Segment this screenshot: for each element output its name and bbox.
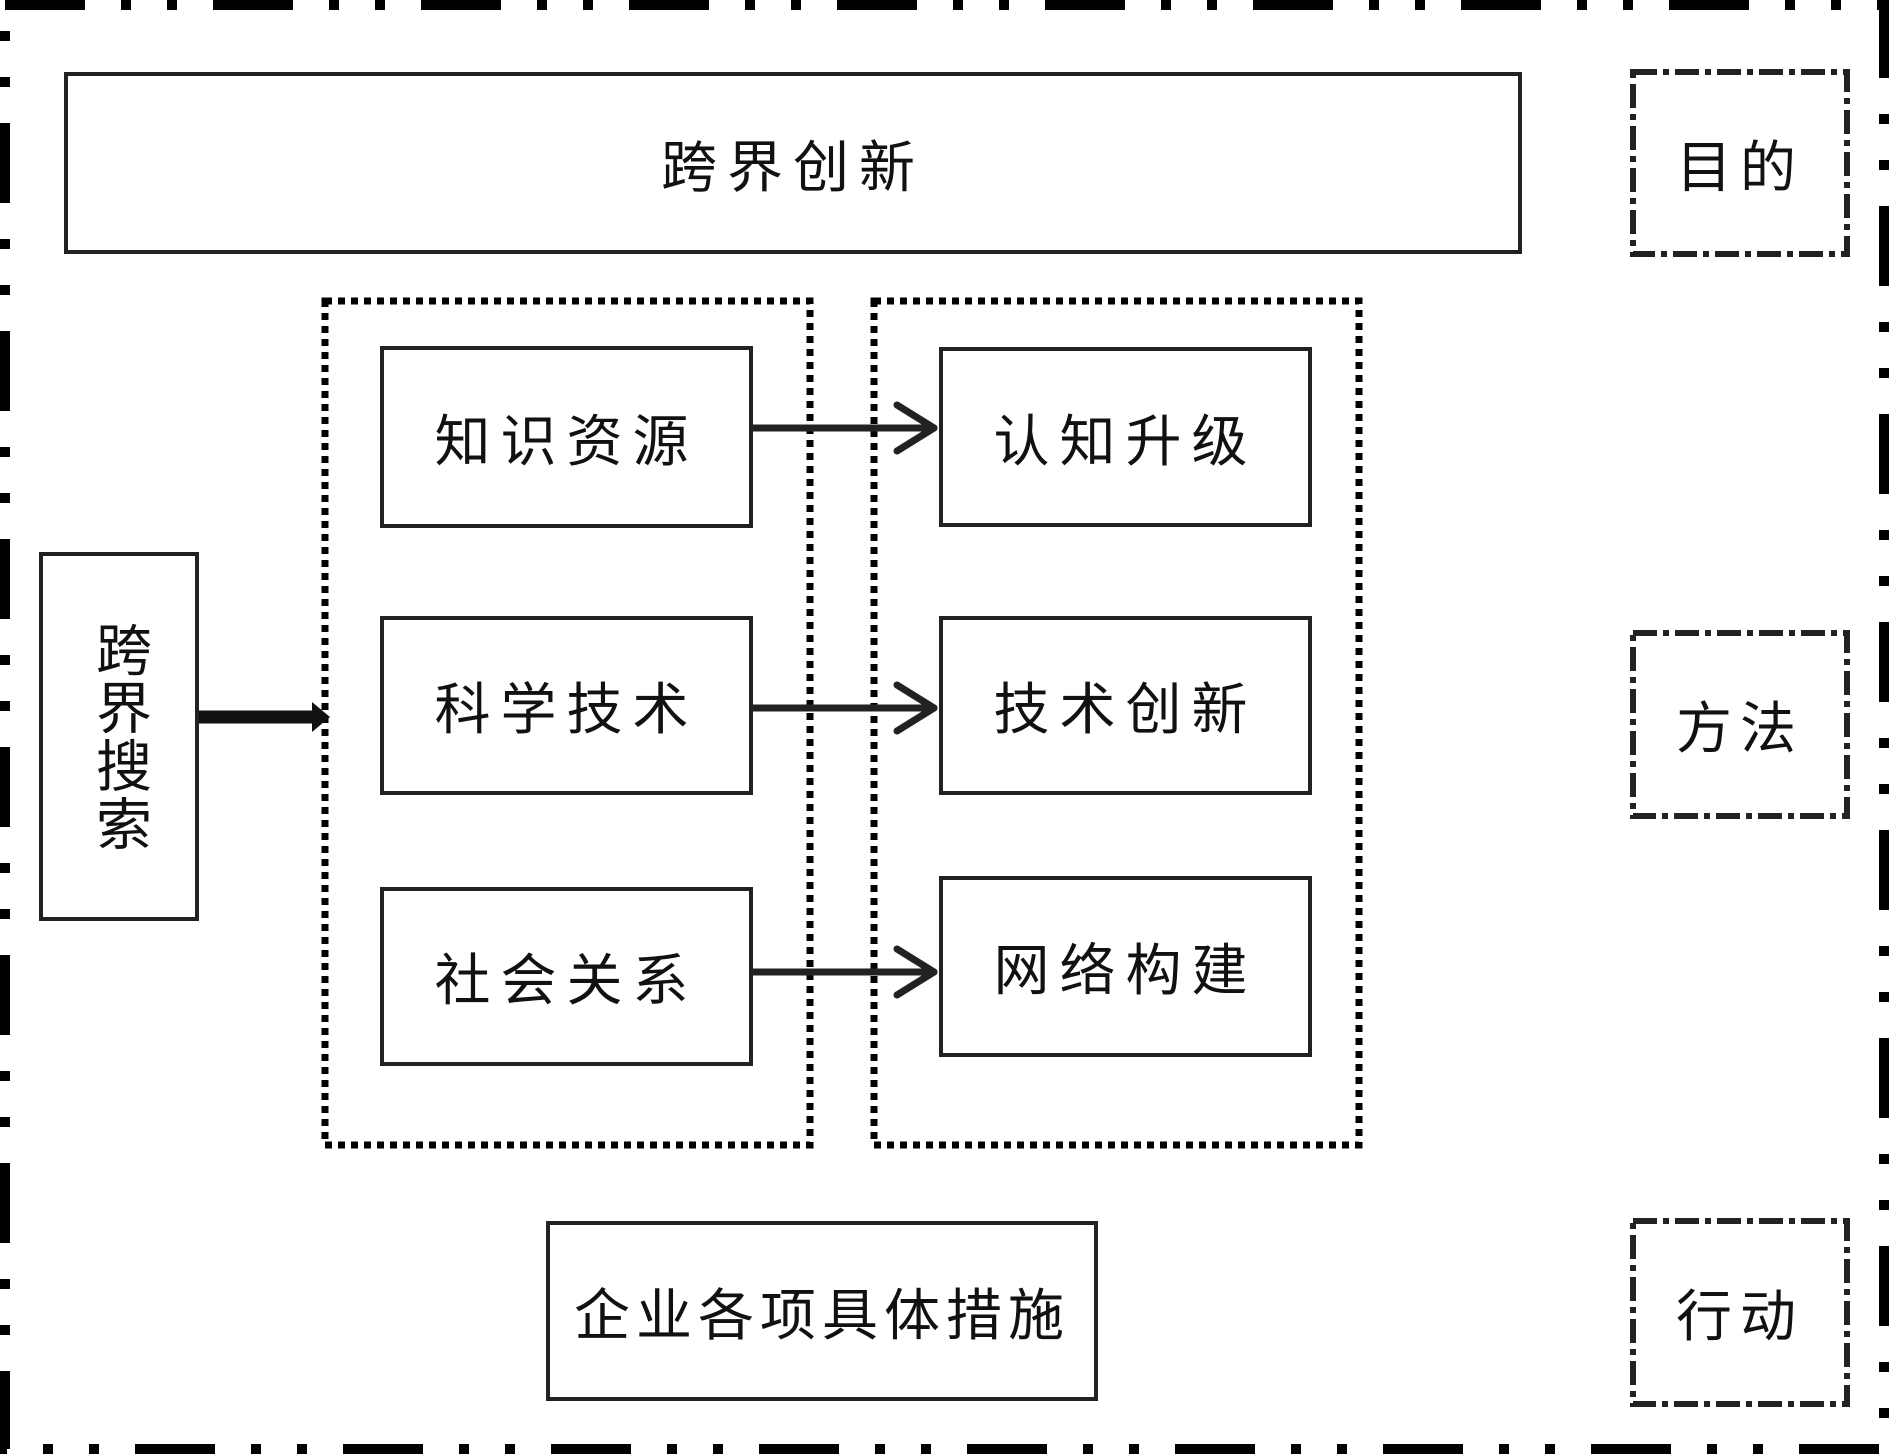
search-label: 跨界搜索: [86, 620, 152, 853]
arrow-social-to-network: [749, 945, 938, 999]
resource-box-knowledge: 知识资源: [380, 346, 753, 528]
outcome-label: 认知升级: [993, 409, 1258, 475]
search-arrow-icon: [199, 702, 330, 732]
search-box: 跨界搜索: [39, 552, 199, 921]
goal-box: 跨界创新: [64, 72, 1522, 254]
level-label: 方法: [1676, 697, 1804, 762]
level-method: 方法: [1633, 633, 1847, 816]
level-action: 行动: [1633, 1221, 1847, 1404]
level-action-border: [1630, 1218, 1850, 1407]
level-label: 行动: [1676, 1285, 1804, 1350]
outcomes-group-border: [870, 297, 1363, 1149]
resources-group-border: [321, 297, 814, 1149]
outcome-label: 技术创新: [993, 678, 1258, 743]
outcome-box-cognition: 认知升级: [939, 347, 1312, 527]
measures-box: 企业各项具体措施: [546, 1221, 1098, 1401]
outcome-label: 网络构建: [993, 939, 1258, 1004]
level-goal-border: [1630, 69, 1850, 257]
level-goal: 目的: [1633, 72, 1847, 254]
resource-label: 知识资源: [434, 409, 699, 475]
outcome-box-network: 网络构建: [939, 876, 1312, 1057]
goal-label: 跨界创新: [661, 135, 925, 201]
outcome-box-innovation: 技术创新: [939, 616, 1312, 795]
resource-box-science: 科学技术: [380, 616, 753, 795]
arrow-science-to-innovation: [749, 681, 938, 735]
resource-label: 社会关系: [434, 949, 699, 1014]
resource-label: 科学技术: [434, 678, 699, 743]
level-method-border: [1630, 630, 1850, 819]
arrow-knowledge-to-cognition: [749, 401, 938, 455]
resource-box-social: 社会关系: [380, 887, 753, 1066]
measures-label: 企业各项具体措施: [574, 1283, 1070, 1349]
level-label: 目的: [1676, 135, 1804, 201]
